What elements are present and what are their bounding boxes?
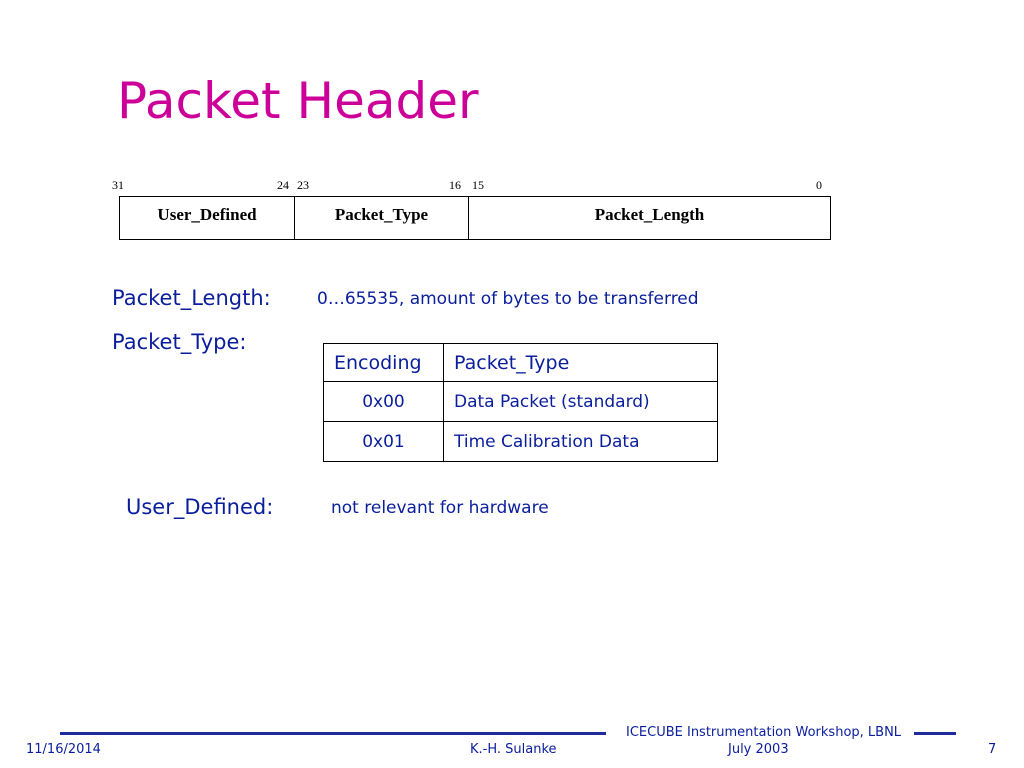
bit-label-16: 16 — [449, 178, 461, 192]
packet-length-description: 0…65535, amount of bytes to be transferr… — [317, 289, 699, 309]
field-packet-length: Packet_Length — [468, 197, 830, 239]
bit-label-15: 15 — [472, 178, 484, 192]
user-defined-label: User_Defined: — [126, 495, 274, 519]
packet-type-label: Packet_Type: — [112, 330, 247, 354]
table-cell-encoding: 0x01 — [323, 421, 444, 462]
field-user-defined: User_Defined — [157, 205, 257, 224]
user-defined-description: not relevant for hardware — [331, 498, 549, 518]
bit-label-0: 0 — [816, 178, 822, 192]
table-row: 0x01 Time Calibration Data — [323, 421, 718, 462]
table-header-packet-type: Packet_Type — [443, 343, 718, 382]
table-header-row: Encoding Packet_Type — [323, 343, 718, 382]
slide-title: Packet Header — [117, 72, 479, 130]
footer-event-line1: ICECUBE Instrumentation Workshop, LBNL — [626, 725, 902, 740]
packet-header-fields: User_Defined Packet_Type Packet_Length — [119, 196, 831, 240]
bit-label-31: 31 — [112, 178, 124, 192]
packet-length-label: Packet_Length: — [112, 286, 271, 310]
table-row: 0x00 Data Packet (standard) — [323, 381, 718, 422]
footer-bar-right — [914, 732, 956, 735]
bit-label-23: 23 — [297, 178, 309, 192]
footer-author: K.-H. Sulanke — [470, 742, 557, 757]
table-header-encoding: Encoding — [323, 343, 444, 382]
footer-bar-left — [60, 732, 606, 735]
footer-page-number: 7 — [988, 742, 997, 757]
footer-event-line2: July 2003 — [728, 742, 789, 757]
table-cell-packet-type: Data Packet (standard) — [443, 381, 718, 422]
table-cell-encoding: 0x00 — [323, 381, 444, 422]
packet-type-table: Encoding Packet_Type 0x00 Data Packet (s… — [323, 343, 718, 462]
table-cell-packet-type: Time Calibration Data — [443, 421, 718, 462]
footer-date: 11/16/2014 — [26, 742, 101, 757]
field-packet-type: Packet_Type — [294, 197, 468, 239]
bit-label-24: 24 — [277, 178, 289, 192]
